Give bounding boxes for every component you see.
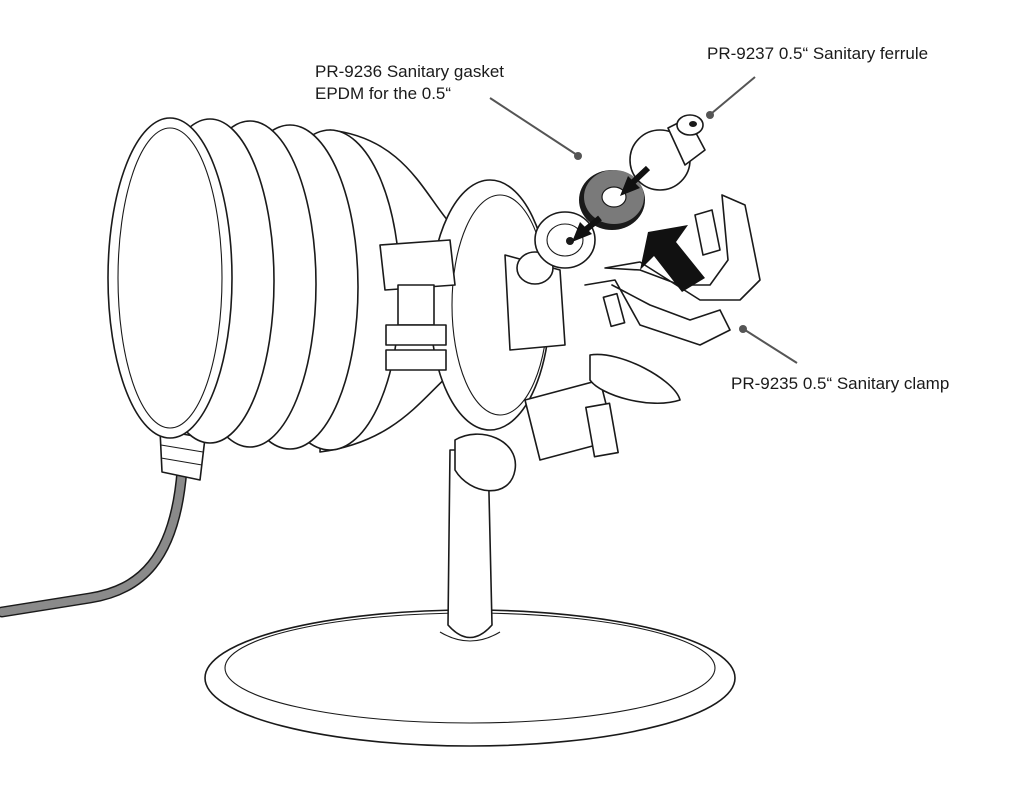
sanitary-clamp — [584, 194, 761, 346]
gasket-label-line2: EPDM for the 0.5“ — [315, 84, 452, 103]
gasket-label-line1: PR-9236 Sanitary gasket — [315, 62, 504, 81]
ferrule-label: PR-9237 0.5“ Sanitary ferrule — [707, 43, 928, 65]
leader-lines — [489, 76, 798, 364]
gasket-label: PR-9236 Sanitary gasket EPDM for the 0.5… — [315, 61, 504, 105]
clamp-label: PR-9235 0.5“ Sanitary clamp — [731, 373, 949, 395]
stand-pole — [439, 449, 501, 642]
flange-seal — [534, 211, 596, 269]
insert-arrow — [640, 225, 705, 292]
front-flange — [429, 179, 566, 431]
assembly-arrows — [572, 165, 705, 292]
ferrule — [629, 114, 706, 191]
housing-clamp-wingnut — [379, 239, 456, 371]
clamp-label-text: PR-9235 0.5“ Sanitary clamp — [731, 374, 950, 393]
cable — [0, 464, 188, 618]
lamp-housing — [107, 117, 471, 453]
bracket-clamp — [454, 353, 681, 492]
ferrule-label-text: PR-9237 0.5“ Sanitary ferrule — [707, 44, 929, 63]
